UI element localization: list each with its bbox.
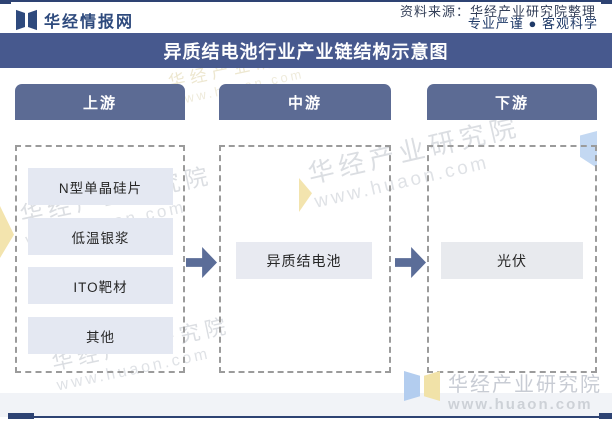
column-header-downstream: 下游 [427, 84, 597, 120]
column-header-upstream: 上游 [15, 84, 185, 120]
upstream-item-low-temp-silver-paste: 低温银浆 [28, 218, 173, 255]
arrow-right-midstream-to-downstream-icon [395, 247, 426, 278]
site-name: 华经情报网 [44, 14, 135, 31]
bottom-edge-cap-right [599, 413, 612, 419]
page-title: 异质结电池行业产业链结构示意图 [163, 41, 449, 62]
logo-fragment-yellow-left-icon [0, 206, 14, 258]
midstream-container: 异质结电池 [219, 145, 391, 373]
upstream-item-n-type-wafer: N型单晶硅片 [28, 168, 173, 205]
midstream-item-heterojunction-cell: 异质结电池 [236, 242, 372, 279]
site-brand: 华经情报网 [16, 8, 134, 32]
title-bar: 异质结电池行业产业链结构示意图 [0, 33, 612, 68]
source-strip [0, 393, 612, 417]
arrow-right-upstream-to-midstream-icon [186, 247, 217, 278]
upstream-item-ito-target: ITO靶材 [28, 267, 173, 304]
bottom-edge-line [10, 416, 610, 418]
top-edge-line [0, 0, 612, 2]
source-attribution: 资料来源：华经产业研究院整理 [399, 4, 596, 19]
downstream-item-photovoltaic: 光伏 [441, 242, 583, 279]
downstream-container: 光伏 [427, 145, 597, 373]
column-header-midstream: 中游 [219, 84, 391, 120]
upstream-item-other: 其他 [28, 317, 173, 354]
top-edge-cap-right [601, 0, 612, 4]
upstream-container: N型单晶硅片 低温银浆 ITO靶材 其他 [15, 145, 185, 373]
huajing-book-logo-icon [16, 9, 37, 31]
site-slogan: 专业严谨 ● 客观科学 [467, 16, 598, 31]
bottom-edge-cap-left [8, 413, 34, 419]
top-edge-cap-left [0, 0, 11, 4]
